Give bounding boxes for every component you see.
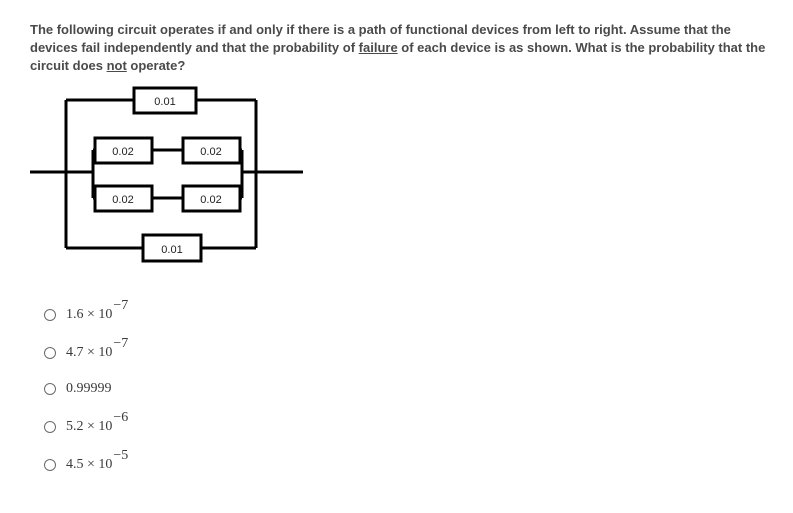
answer-option-3[interactable]: 0.99999 [44, 374, 112, 398]
radio-circle-icon[interactable] [44, 347, 56, 359]
device-upper-left: 0.02 [93, 136, 154, 165]
answer-option-5[interactable]: 4.5 × 10−5 [44, 448, 128, 474]
device-lower-left: 0.02 [93, 184, 154, 213]
device-lower-right: 0.02 [181, 184, 242, 213]
device-upper-right-box [181, 136, 242, 165]
device-bottom-box [141, 233, 203, 263]
answer-option-4-mantissa: 5.2 [66, 419, 84, 434]
question-part-1: The following circuit operates if and on… [30, 22, 731, 55]
device-bottom-label: 0.01 [161, 244, 182, 256]
answer-option-5-mantissa: 4.5 [66, 457, 84, 472]
answer-option-5-exponent: −5 [113, 448, 129, 463]
answer-option-4-text: 5.2 × 10−6 [66, 410, 128, 436]
answer-option-5-base: 10 [98, 457, 113, 472]
device-upper-left-box [93, 136, 154, 165]
radio-circle-icon[interactable] [44, 309, 56, 321]
answer-option-3-text: 0.99999 [66, 381, 112, 396]
device-upper-right-label: 0.02 [200, 146, 221, 158]
question-part-2: of each device is as shown. What is the … [30, 40, 766, 73]
answer-option-2-mantissa: 4.7 [66, 345, 84, 360]
answer-option-1-text: 1.6 × 10−7 [66, 298, 128, 324]
answer-option-2-times: × [87, 345, 95, 360]
question-part-3: operate? [126, 58, 186, 73]
device-lower-left-box [93, 184, 154, 213]
radio-circle-icon[interactable] [44, 459, 56, 471]
device-bottom: 0.01 [141, 233, 203, 263]
answer-option-5-text: 4.5 × 10−5 [66, 448, 128, 474]
answer-option-1-base: 10 [98, 307, 113, 322]
circuit-wires [30, 98, 303, 250]
answer-option-4-base: 10 [98, 419, 113, 434]
answer-option-1-mantissa: 1.6 [66, 307, 84, 322]
answer-option-5-times: × [87, 457, 95, 472]
device-lower-right-label: 0.02 [200, 194, 221, 206]
answer-option-2-exponent: −7 [113, 336, 129, 351]
question-text: The following circuit operates if and on… [30, 21, 782, 75]
answer-option-1[interactable]: 1.6 × 10−7 [44, 298, 128, 324]
device-top-label: 0.01 [154, 96, 175, 108]
answer-option-4-exponent: −6 [113, 410, 129, 425]
device-top-box [132, 86, 198, 115]
radio-circle-icon[interactable] [44, 421, 56, 433]
answer-option-2[interactable]: 4.7 × 10−7 [44, 336, 128, 362]
question-word-failure: failure [358, 40, 398, 55]
radio-circle-icon[interactable] [44, 383, 56, 395]
device-top: 0.01 [132, 86, 198, 115]
device-lower-right-box [181, 184, 242, 213]
answer-option-2-base: 10 [98, 345, 113, 360]
answer-option-4-times: × [87, 419, 95, 434]
answer-option-2-text: 4.7 × 10−7 [66, 336, 128, 362]
device-upper-left-label: 0.02 [112, 146, 133, 158]
answer-option-4[interactable]: 5.2 × 10−6 [44, 410, 128, 436]
device-lower-left-label: 0.02 [112, 194, 133, 206]
device-upper-right: 0.02 [181, 136, 242, 165]
question-word-not: not [106, 58, 127, 73]
answer-option-1-times: × [87, 307, 95, 322]
answer-option-1-exponent: −7 [113, 298, 129, 313]
